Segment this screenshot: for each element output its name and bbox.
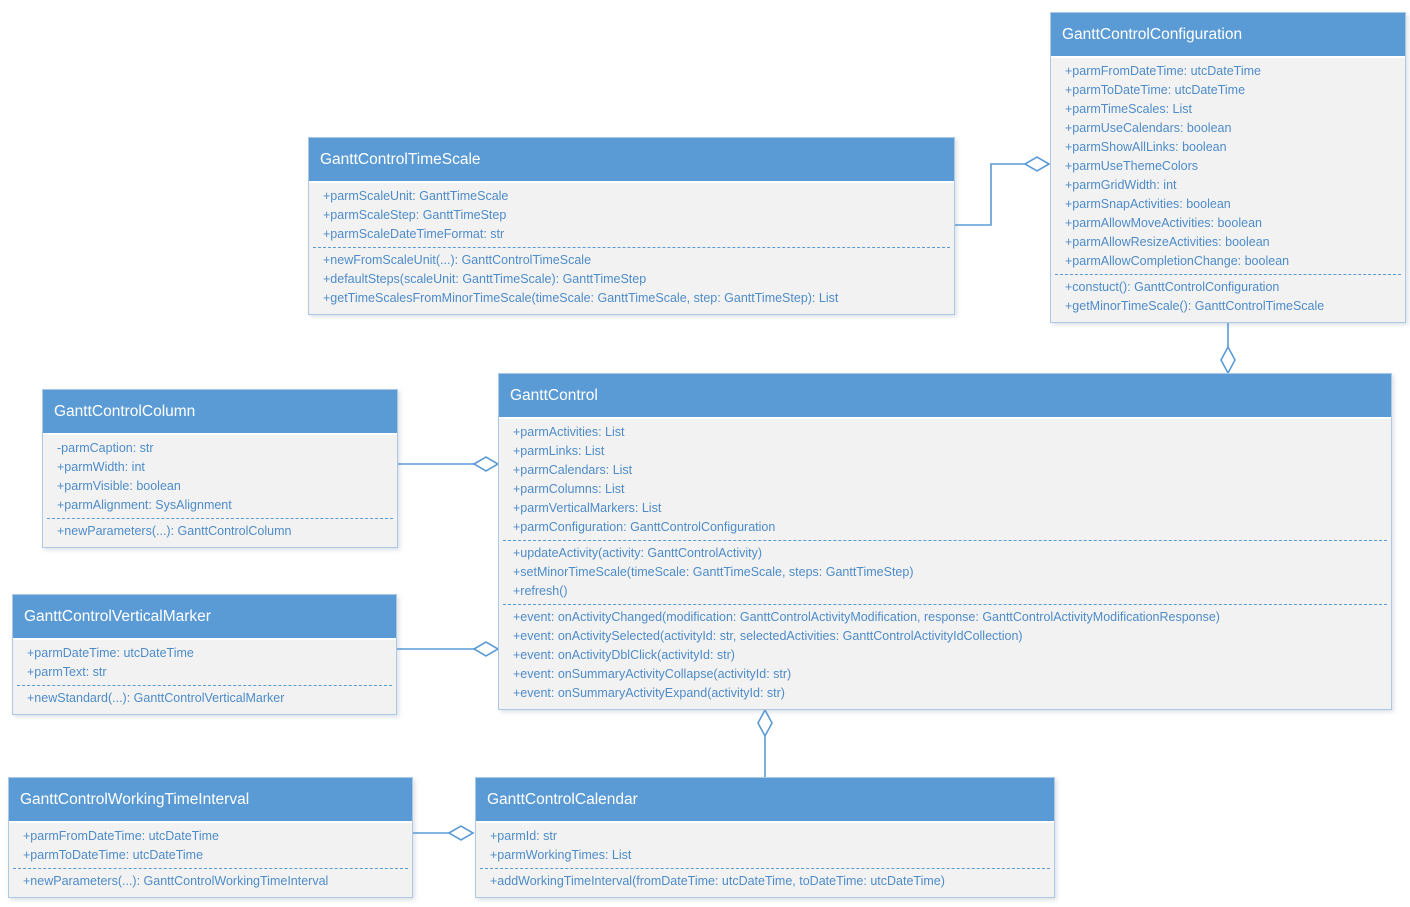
class-title: GanttControlVerticalMarker	[13, 595, 396, 640]
class-member: +parmSnapActivities: boolean	[1065, 197, 1231, 211]
class-body: +parmScaleUnit: GanttTimeScale +parmScale…	[309, 183, 954, 314]
class-member: +parmActivities: List	[513, 425, 625, 439]
class-ganttcontrol: GanttControl +parmActivities: List +parmL…	[498, 373, 1392, 710]
section-divider	[17, 685, 392, 686]
class-member: +getTimeScalesFromMinorTimeScale(timeSca…	[323, 291, 839, 305]
class-ganttcontrolworkingtimeinterval: GanttControlWorkingTimeInterval +parmFro…	[8, 777, 413, 898]
class-member: +event: onActivityDblClick(activityId: s…	[513, 648, 735, 662]
class-title: GanttControlConfiguration	[1051, 13, 1405, 58]
section-divider	[47, 518, 393, 519]
class-ganttcontrolconfiguration: GanttControlConfiguration +parmFromDateT…	[1050, 12, 1406, 323]
section-divider	[1055, 274, 1401, 275]
aggregation-diamond-ganttcontrol-bottom	[757, 708, 773, 738]
connector-timescale-to-configuration	[955, 163, 1025, 226]
aggregation-diamond-ganttcontrol-top	[1220, 345, 1236, 375]
class-member: +getMinorTimeScale(): GanttControlTimeSc…	[1065, 299, 1325, 313]
class-title: GanttControl	[499, 374, 1391, 419]
class-member: +newStandard(...): GanttControlVerticalM…	[27, 691, 285, 705]
class-member: +newFromScaleUnit(...): GanttControlTime…	[323, 253, 592, 267]
section-divider	[313, 247, 950, 248]
class-member: +parmGridWidth: int	[1065, 178, 1177, 192]
class-member: +event: onSummaryActivityCollapse(activi…	[513, 667, 792, 681]
class-body: -parmCaption: str +parmWidth: int +parmVis…	[43, 435, 397, 547]
class-member: +parmWorkingTimes: List	[490, 848, 632, 862]
class-member: +parmWidth: int	[57, 460, 145, 474]
class-member: +parmFromDateTime: utcDateTime	[1065, 64, 1261, 78]
class-member: +parmLinks: List	[513, 444, 605, 458]
section-divider	[480, 868, 1050, 869]
class-member: +parmAllowMoveActivities: boolean	[1065, 216, 1262, 230]
class-member: +parmUseCalendars: boolean	[1065, 121, 1232, 135]
section-divider	[13, 868, 408, 869]
class-member: +event: onActivityChanged(modification: …	[513, 610, 1220, 624]
aggregation-diamond-configuration-left	[1023, 156, 1051, 172]
class-member: +parmTimeScales: List	[1065, 102, 1193, 116]
class-member: +parmAllowResizeActivities: boolean	[1065, 235, 1270, 249]
section-divider	[503, 604, 1387, 605]
class-member: +refresh()	[513, 584, 568, 598]
class-body: +parmId: str +parmWorkingTimes: List +addW…	[476, 823, 1054, 897]
class-member: +defaultSteps(scaleUnit: GanttTimeScale)…	[323, 272, 647, 286]
class-member: +parmAlignment: SysAlignment	[57, 498, 232, 512]
class-member: +parmText: str	[27, 665, 107, 679]
class-member: +newParameters(...): GanttControlWorking…	[23, 874, 329, 888]
class-member: +parmColumns: List	[513, 482, 625, 496]
class-title: GanttControlCalendar	[476, 778, 1054, 823]
class-body: +parmFromDateTime: utcDateTime +parmToDat…	[9, 823, 412, 897]
class-body: +parmActivities: List +parmLinks: List +pa…	[499, 419, 1391, 709]
class-member: +parmShowAllLinks: boolean	[1065, 140, 1227, 154]
class-ganttcontrolverticalmarker: GanttControlVerticalMarker +parmDateTime…	[12, 594, 397, 715]
class-member: +constuct(): GanttControlConfiguration	[1065, 280, 1280, 294]
class-member: +event: onSummaryActivityExpand(activity…	[513, 686, 785, 700]
class-member: +event: onActivitySelected(activityId: s…	[513, 629, 1023, 643]
class-member: +parmScaleUnit: GanttTimeScale	[323, 189, 509, 203]
class-member: +parmAllowCompletionChange: boolean	[1065, 254, 1290, 268]
aggregation-diamond-ganttcontrol-left-lower	[472, 641, 500, 657]
class-member: +parmScaleStep: GanttTimeStep	[323, 208, 507, 222]
class-ganttcontrolcalendar: GanttControlCalendar +parmId: str +parmWo…	[475, 777, 1055, 898]
class-title: GanttControlColumn	[43, 390, 397, 435]
class-member: -parmCaption: str	[57, 441, 154, 455]
class-member: +setMinorTimeScale(timeScale: GanttTimeS…	[513, 565, 914, 579]
aggregation-diamond-ganttcontrol-left-upper	[472, 456, 500, 472]
class-member: +newParameters(...): GanttControlColumn	[57, 524, 292, 538]
class-body: +parmFromDateTime: utcDateTime +parmToDat…	[1051, 58, 1405, 322]
aggregation-diamond-calendar-left	[447, 825, 475, 841]
class-ganttcontroltimescale: GanttControlTimeScale +parmScaleUnit: Ga…	[308, 137, 955, 315]
class-member: +parmUseThemeColors	[1065, 159, 1199, 173]
class-member: +parmToDateTime: utcDateTime	[23, 848, 204, 862]
class-member: +parmVerticalMarkers: List	[513, 501, 662, 515]
class-member: +addWorkingTimeInterval(fromDateTime: ut…	[490, 874, 945, 888]
class-title: GanttControlWorkingTimeInterval	[9, 778, 412, 823]
class-member: +parmFromDateTime: utcDateTime	[23, 829, 219, 843]
class-body: +parmDateTime: utcDateTime +parmText: str…	[13, 640, 396, 714]
class-title: GanttControlTimeScale	[309, 138, 954, 183]
class-member: +parmId: str	[490, 829, 558, 843]
class-member: +parmDateTime: utcDateTime	[27, 646, 194, 660]
class-member: +updateActivity(activity: GanttControlAc…	[513, 546, 763, 560]
section-divider	[503, 540, 1387, 541]
class-member: +parmScaleDateTimeFormat: str	[323, 227, 505, 241]
class-member: +parmCalendars: List	[513, 463, 633, 477]
class-member: +parmToDateTime: utcDateTime	[1065, 83, 1246, 97]
class-member: +parmConfiguration: GanttControlConfigur…	[513, 520, 776, 534]
class-member: +parmVisible: boolean	[57, 479, 181, 493]
class-ganttcontrolcolumn: GanttControlColumn -parmCaption: str +par…	[42, 389, 398, 548]
